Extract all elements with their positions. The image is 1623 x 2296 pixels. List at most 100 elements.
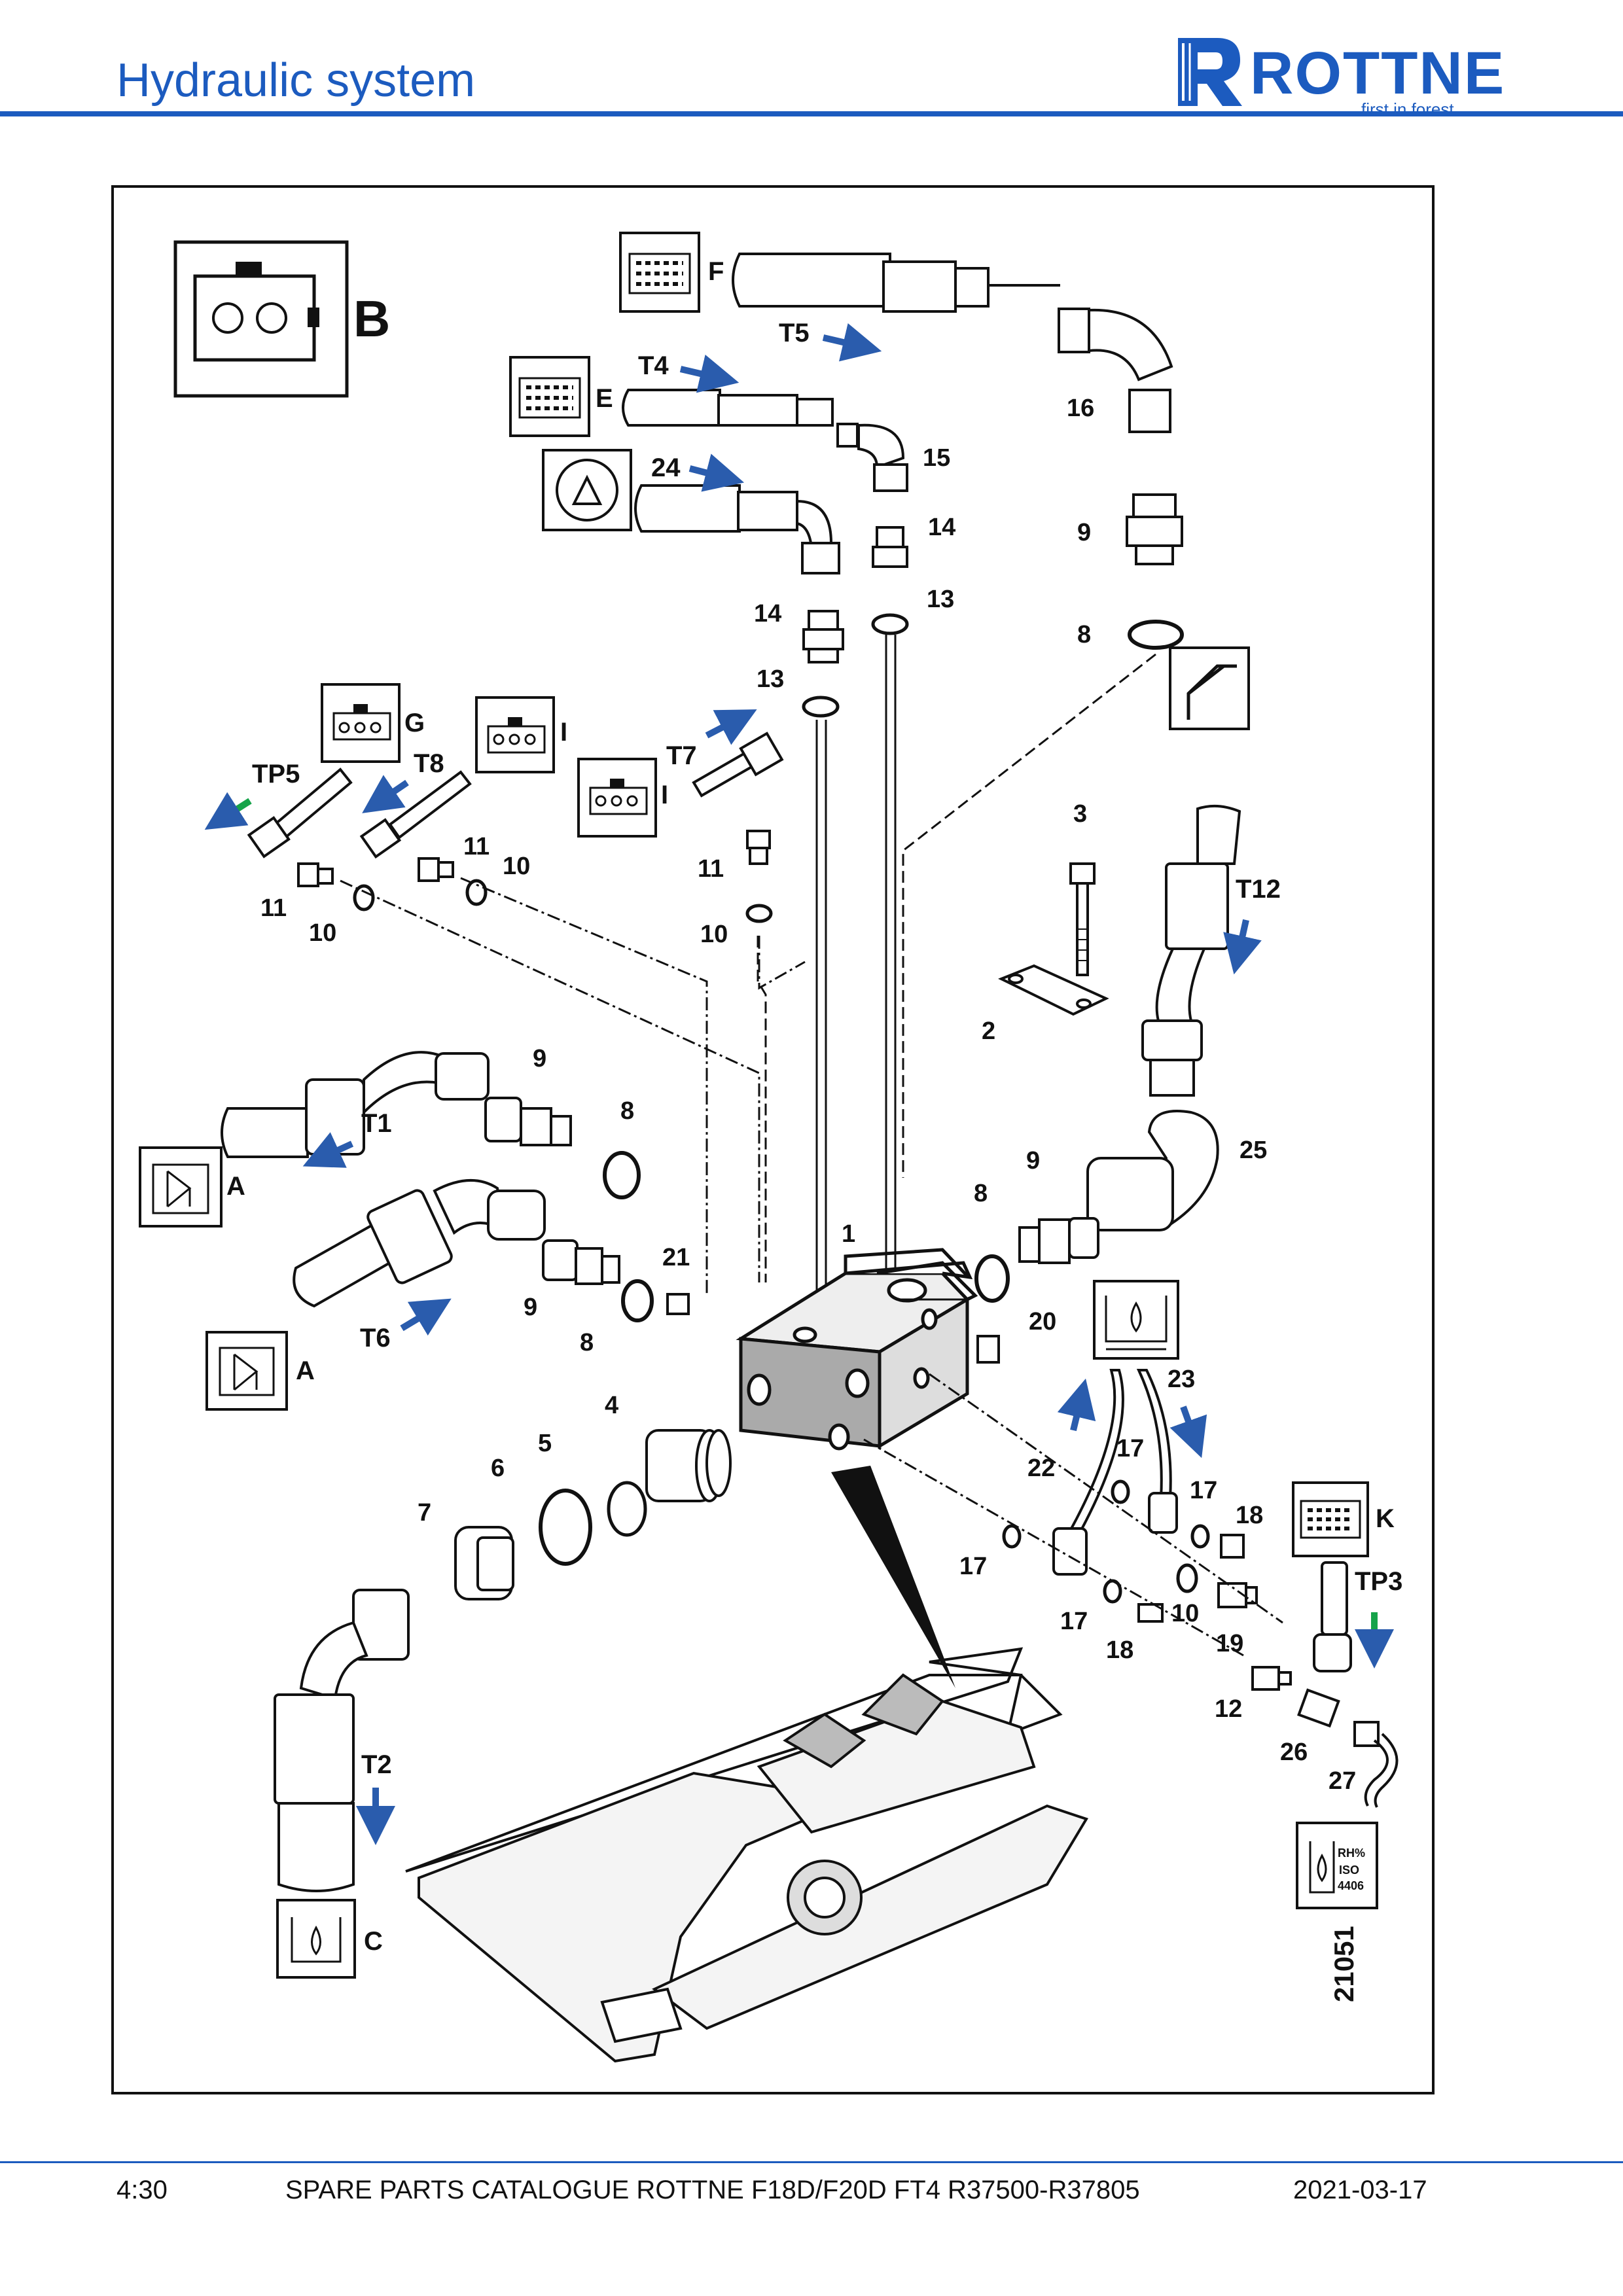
fitting-11-mid <box>418 857 454 882</box>
diagram-frame <box>111 185 1435 2094</box>
sensor-rh-text: RH% <box>1338 1846 1365 1860</box>
o-ring-17 <box>1111 1479 1130 1504</box>
flow-arrow-icon <box>705 709 757 745</box>
part-label-15: 15 <box>923 444 950 472</box>
part-label-5: 5 <box>538 1430 552 1457</box>
part-label-22: 22 <box>1027 1455 1055 1482</box>
hose-label-t6: T6 <box>360 1324 391 1352</box>
hose-label-tp5: TP5 <box>252 760 300 788</box>
footer-page-number: 4:30 <box>116 2176 168 2204</box>
sensor-26 <box>1297 1688 1340 1728</box>
tank-return-symbol-icon <box>205 1331 288 1411</box>
part-label-13: 13 <box>757 665 784 693</box>
valve-block-1 <box>736 1248 978 1451</box>
part-label-26: 26 <box>1280 1739 1308 1766</box>
retaining-ring-5 <box>607 1481 647 1537</box>
logo-wordmark: ROTTNE <box>1250 40 1506 107</box>
fitting-12 <box>1251 1666 1292 1691</box>
part-label-16: 16 <box>1067 395 1094 422</box>
flow-arrow-icon <box>679 354 740 393</box>
fitting-9-left-lower <box>542 1239 620 1285</box>
figure-number: 21051 <box>1329 1926 1359 2002</box>
part-label-10: 10 <box>503 853 530 880</box>
fitting-14-left <box>802 610 844 663</box>
hose-tp5 <box>247 768 353 858</box>
filter-symbol-icon <box>1093 1280 1179 1360</box>
hose-label-t4: T4 <box>638 351 669 380</box>
fitting-9-top <box>1126 493 1183 565</box>
connector-f-icon <box>619 232 700 313</box>
fitting-9-right <box>1018 1217 1099 1264</box>
flow-arrow-icon <box>688 453 745 492</box>
hose-label-t5: T5 <box>779 319 810 347</box>
elbow-25 <box>1086 1110 1219 1231</box>
o-ring-10-right <box>745 904 773 923</box>
part-label-8: 8 <box>974 1180 988 1207</box>
hose-t5 <box>732 253 1173 433</box>
flow-arrow-icon <box>1169 1405 1207 1458</box>
part-label-9: 9 <box>533 1045 546 1072</box>
connector-k-label: K <box>1376 1504 1395 1533</box>
hose-label-t8: T8 <box>414 749 444 778</box>
part-label-21: 21 <box>662 1244 690 1271</box>
connector-i-label: I <box>661 781 668 809</box>
part-label-7: 7 <box>418 1499 431 1527</box>
flow-arrow-icon <box>362 775 409 813</box>
tank-symbol-icon <box>276 1899 356 1979</box>
sensor-num-text: 4406 <box>1338 1879 1364 1892</box>
part-label-6: 6 <box>491 1455 505 1482</box>
o-ring-8-top <box>1128 620 1184 650</box>
connector-b-icon <box>173 240 349 398</box>
callout-pointer <box>831 1466 955 1688</box>
flow-arrow-icon <box>400 1298 452 1336</box>
footer-date: 2021-03-17 <box>1293 2176 1427 2204</box>
hose-label-t1: T1 <box>361 1109 392 1138</box>
part-label-19: 19 <box>1216 1630 1243 1657</box>
part-label-27: 27 <box>1329 1767 1356 1795</box>
part-label-14: 14 <box>754 600 781 627</box>
part-label-9: 9 <box>1077 519 1091 546</box>
fitting-9-left-upper <box>484 1097 572 1146</box>
flow-arrow-icon <box>822 323 882 362</box>
part-label-17: 17 <box>1060 1608 1088 1635</box>
hose-t2 <box>274 1589 410 1892</box>
o-ring-6 <box>539 1489 592 1566</box>
hose-t6 <box>293 1178 546 1308</box>
hose-t12 <box>1141 804 1241 1097</box>
hose-label-t7: T7 <box>666 741 697 770</box>
crane-symbol-icon <box>1169 646 1250 730</box>
flow-arrow-icon <box>302 1132 354 1168</box>
o-ring-17 <box>1002 1524 1022 1549</box>
footer-rule <box>0 2161 1623 2163</box>
hose-label-t2: T2 <box>361 1750 392 1779</box>
flow-arrow-icon <box>204 792 252 830</box>
plug-20 <box>976 1335 1000 1364</box>
page-title: Hydraulic system <box>116 54 476 107</box>
cable-27 <box>1353 1721 1399 1808</box>
flow-arrow-icon <box>1223 919 1262 975</box>
connector-e-label: E <box>596 384 613 413</box>
connector-g-icon <box>321 683 401 763</box>
cartridge-4 <box>645 1429 732 1502</box>
plate-2 <box>998 964 1109 1016</box>
fitting-7 <box>454 1526 514 1600</box>
part-label-11: 11 <box>698 855 724 883</box>
hose-23 <box>1136 1369 1178 1534</box>
pressure-sensor-icon <box>542 449 632 531</box>
part-label-18: 18 <box>1236 1502 1263 1529</box>
hose-t8 <box>359 770 472 859</box>
part-label-9: 9 <box>1026 1147 1040 1174</box>
part-label-11: 11 <box>260 894 287 922</box>
flow-arrow-icon <box>1057 1378 1096 1432</box>
part-label-2: 2 <box>982 1017 995 1045</box>
connector-k-icon <box>1292 1481 1369 1557</box>
connector-i-label: I <box>560 718 567 747</box>
machine-frame-illustration <box>405 1647 1088 2063</box>
symbol-a-label: A <box>226 1172 245 1201</box>
hose-t4 <box>622 389 908 492</box>
part-label-14: 14 <box>928 514 955 541</box>
part-label-8: 8 <box>1077 621 1091 648</box>
o-ring-10-mid <box>465 879 488 906</box>
part-label-10: 10 <box>700 921 728 948</box>
